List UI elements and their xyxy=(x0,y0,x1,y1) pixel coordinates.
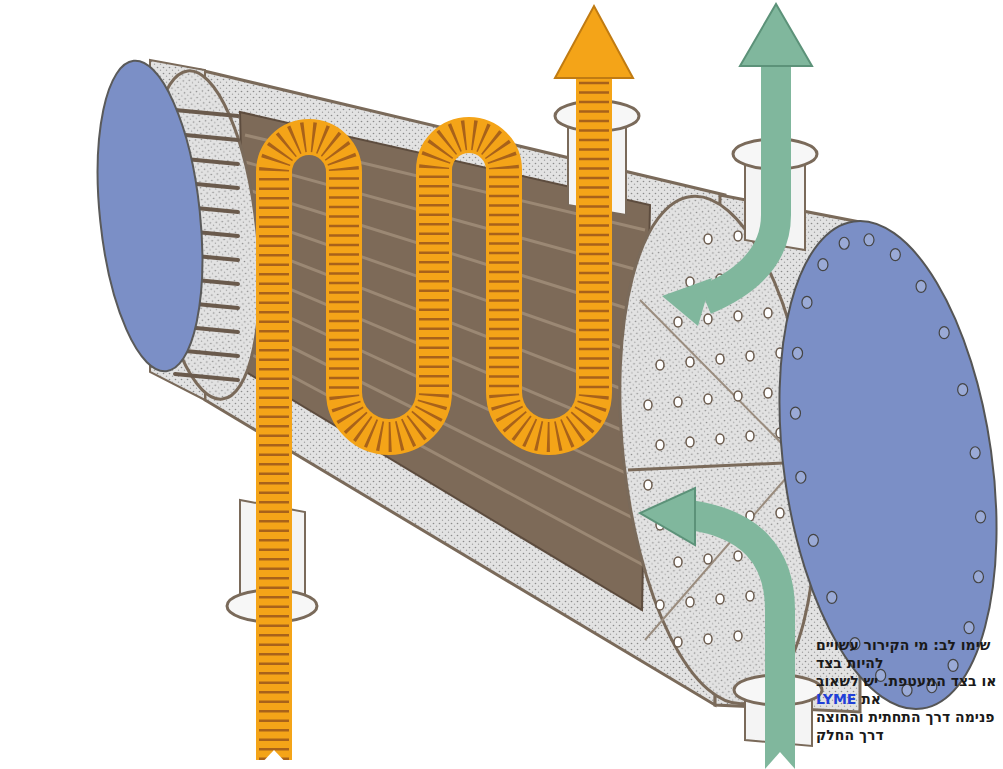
tube-side-inflow xyxy=(690,515,780,769)
pass-partition xyxy=(628,462,805,470)
bolt xyxy=(916,280,926,292)
tube-side-outflow xyxy=(705,62,776,300)
note-text: שימו לב: מי הקירור עשויים להיות בצדאו בצ… xyxy=(816,636,1000,744)
tube-hole xyxy=(674,317,682,327)
shell-side-flow xyxy=(274,72,594,760)
tube-hole xyxy=(716,434,724,444)
tube-hole xyxy=(656,360,664,370)
bolt xyxy=(808,534,818,546)
tube-hole xyxy=(704,394,712,404)
flow-arrowhead xyxy=(740,4,812,66)
highlighted-term: LYME xyxy=(816,691,856,707)
tube-hole xyxy=(644,480,652,490)
tube-end xyxy=(175,110,238,116)
bolt xyxy=(976,511,986,523)
note-line: או בצד המעטפת. יש לשאוב את LYME xyxy=(816,672,1000,708)
note-line: שימו לב: מי הקירור עשויים להיות בצד xyxy=(816,636,1000,672)
tube-hole xyxy=(656,600,664,610)
tube-hole xyxy=(716,354,724,364)
tube-hole xyxy=(704,634,712,644)
tube-hole xyxy=(674,557,682,567)
bolt xyxy=(839,237,849,249)
tube-hole xyxy=(704,234,712,244)
flow-arrowhead xyxy=(555,6,633,78)
bolt xyxy=(973,571,983,583)
bolt xyxy=(948,659,958,671)
bolt xyxy=(958,384,968,396)
bolt xyxy=(793,347,803,359)
tube-hole xyxy=(716,594,724,604)
arrow-tail-notch xyxy=(256,750,292,769)
tube-hole xyxy=(686,597,694,607)
bolt xyxy=(796,471,806,483)
bolt xyxy=(818,259,828,271)
tube-hole xyxy=(734,551,742,561)
flow-arrowhead xyxy=(640,488,695,545)
bolt xyxy=(864,234,874,246)
flange-bolts xyxy=(790,234,985,696)
left-head-cap xyxy=(84,56,216,377)
note-text: שימו לב: מי הקירור עשויים להיות בצד xyxy=(816,637,990,671)
bolt xyxy=(939,327,949,339)
bolt xyxy=(890,249,900,261)
note-line: פנימה דרך התחתית והחוצה דרך החלק xyxy=(816,708,1000,744)
note-text: פנימה דרך התחתית והחוצה דרך החלק xyxy=(816,709,994,743)
tube-hole xyxy=(704,554,712,564)
tube-hole xyxy=(704,314,712,324)
tube-hole xyxy=(734,311,742,321)
bolt xyxy=(790,407,800,419)
tube-hole xyxy=(674,397,682,407)
tube-hole xyxy=(746,351,754,361)
tube-hole xyxy=(674,637,682,647)
tube-hole xyxy=(734,391,742,401)
bolt xyxy=(802,296,812,308)
tube-hole xyxy=(686,357,694,367)
tube-hole xyxy=(734,231,742,241)
tube-hole xyxy=(746,431,754,441)
tube-hole xyxy=(656,440,664,450)
tube-hole xyxy=(764,308,772,318)
tube-hole xyxy=(686,437,694,447)
bolt xyxy=(964,622,974,634)
arrow-tail-notch xyxy=(765,752,795,769)
tube-hole xyxy=(776,508,784,518)
bolt xyxy=(827,591,837,603)
tube-hole xyxy=(734,631,742,641)
tube-hole xyxy=(746,591,754,601)
tube-end xyxy=(175,374,238,380)
flow-tail xyxy=(662,278,712,326)
tube-hole xyxy=(764,388,772,398)
tube-hole xyxy=(644,400,652,410)
bolt xyxy=(970,447,980,459)
flow-hatching xyxy=(274,72,594,760)
